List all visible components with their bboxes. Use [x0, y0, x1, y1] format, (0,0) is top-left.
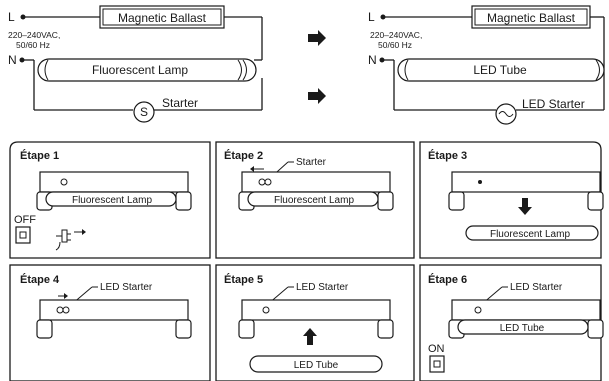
led-starter-icon — [474, 306, 482, 314]
fluorescent-lamp-label: Fluorescent Lamp — [490, 229, 570, 240]
magnetic-ballast-label: Magnetic Ballast — [487, 11, 576, 25]
step-5-panel: Étape 5 LED Starter LED Tube — [215, 264, 415, 381]
l-terminal-label: L — [368, 10, 375, 24]
voltage-line-2: 50/60 Hz — [16, 40, 50, 50]
magnetic-ballast-label: Magnetic Ballast — [118, 11, 207, 25]
led-starter-label: LED Starter — [522, 97, 585, 111]
voltage-line-1: 220–240VAC, — [370, 30, 422, 40]
fluorescent-lamp-tube — [37, 58, 257, 82]
led-tube-label: LED Tube — [500, 323, 545, 334]
fluorescent-lamp-label: Fluorescent Lamp — [92, 63, 188, 77]
led-starter-callout: LED Starter — [510, 282, 563, 293]
fixture-icon — [238, 299, 394, 339]
arrow-right-icon — [64, 293, 68, 299]
arrow-right-icon — [308, 30, 326, 46]
fluorescent-lamp-label: Fluorescent Lamp — [274, 195, 354, 206]
led-tube — [457, 319, 589, 335]
fluorescent-lamp-label: Fluorescent Lamp — [72, 195, 152, 206]
plug-icon — [56, 229, 71, 243]
starter-symbol-text: S — [140, 105, 148, 119]
led-starter-icon — [262, 306, 270, 314]
step-1-panel: Étape 1 Fluorescent Lamp OFF — [9, 141, 211, 259]
step-4-panel: Étape 4 LED Starter — [9, 264, 211, 381]
fixture-icon — [36, 299, 192, 339]
step-3-title: Étape 3 — [428, 149, 467, 162]
step-2-panel: Étape 2 Starter Fluorescent Lamp — [215, 141, 415, 259]
circuit-led: L Magnetic Ballast 220–240VAC, 50/60 Hz … — [368, 5, 605, 125]
l-terminal-label: L — [8, 10, 15, 24]
led-tube-label: LED Tube — [294, 360, 339, 371]
switch-state-label: ON — [428, 343, 445, 355]
starter-callout: Starter — [296, 157, 327, 168]
wall-switch-icon — [15, 226, 31, 244]
starter-socket-icon — [60, 178, 68, 186]
led-starter-callout: LED Starter — [296, 282, 349, 293]
step-6-panel: Étape 6 LED Starter LED Tube ON — [419, 264, 604, 381]
circuit-fluorescent: L Magnetic Ballast 220–240VAC, 50/60 Hz … — [8, 5, 263, 123]
fluorescent-lamp-tube — [247, 191, 379, 207]
step-6-title: Étape 6 — [428, 273, 467, 286]
starter-socket-icon — [478, 180, 482, 184]
arrow-up-icon — [303, 328, 317, 345]
led-starter-wave-icon — [498, 111, 514, 117]
step-3-panel: Étape 3 Fluorescent Lamp — [419, 141, 604, 259]
arrow-right-icon — [308, 88, 326, 104]
fluorescent-lamp-tube — [45, 191, 177, 207]
step-4-title: Étape 4 — [20, 273, 60, 286]
arrow-left-icon — [250, 166, 254, 172]
fluorescent-lamp-tube — [465, 225, 599, 241]
step-2-title: Étape 2 — [224, 149, 263, 162]
voltage-line-1: 220–240VAC, — [8, 30, 60, 40]
led-tube — [397, 58, 605, 82]
voltage-line-2: 50/60 Hz — [378, 40, 412, 50]
magnetic-ballast-inner — [102, 8, 222, 26]
arrow-down-icon — [518, 198, 532, 215]
wall-switch-icon — [429, 355, 445, 373]
switch-state-label: OFF — [14, 214, 36, 226]
n-terminal-label: N — [368, 53, 377, 67]
n-terminal-label: N — [8, 53, 17, 67]
starter-symbol-circle — [133, 101, 155, 123]
led-tube — [249, 355, 383, 373]
starter-label: Starter — [162, 96, 198, 110]
magnetic-ballast-inner — [474, 8, 588, 26]
led-tube-label: LED Tube — [473, 63, 527, 77]
led-starter-callout: LED Starter — [100, 282, 153, 293]
step-1-title: Étape 1 — [20, 149, 59, 162]
step-5-title: Étape 5 — [224, 273, 263, 286]
